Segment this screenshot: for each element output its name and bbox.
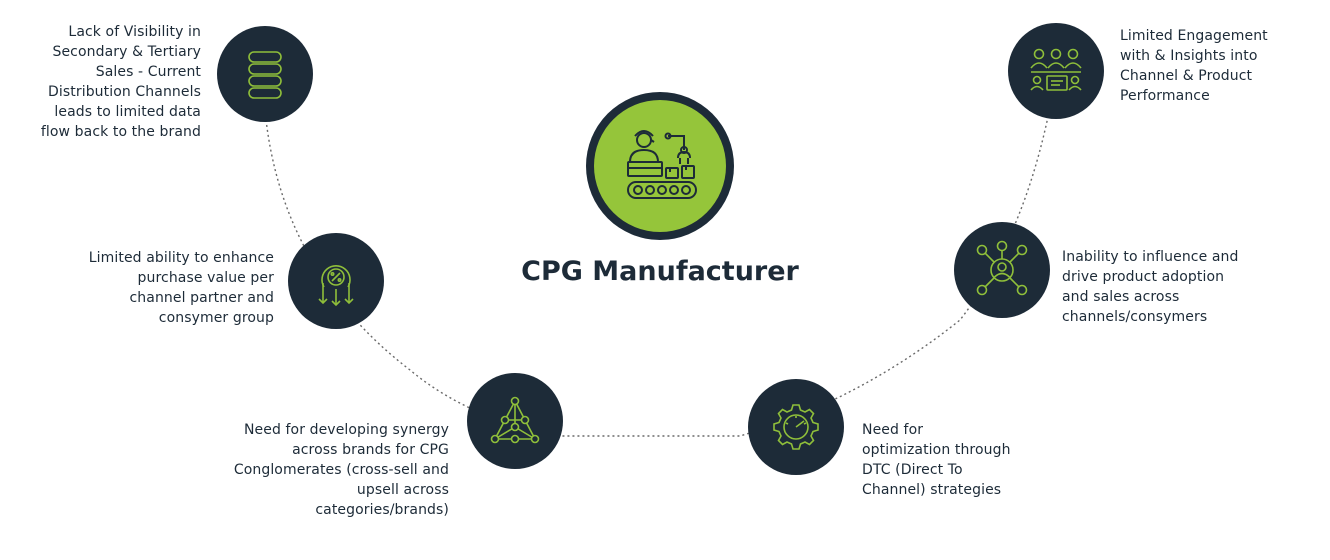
node-adoption [954,222,1050,318]
node-engagement [1008,23,1104,119]
team-insights-icon [1030,48,1082,91]
challenge-label-engagement: Limited Engagement with & Insights into … [1120,28,1268,104]
challenge-label-visibility: Lack of Visibility in Secondary & Tertia… [40,24,201,140]
challenge-label-purchase-value: Limited ability to enhance purchase valu… [88,250,274,326]
node-synergy [467,373,563,469]
node-dtc [748,379,844,475]
discount-arrows-icon [318,265,354,307]
challenge-label-synergy: Need for developing synergy across brand… [233,422,449,518]
network-triangle-icon [490,396,540,444]
center-node-fill [594,100,726,232]
challenge-label-adoption: Inability to influence and drive product… [1062,249,1239,325]
node-purchase-value [288,233,384,329]
gear-gauge-icon [773,404,819,450]
challenge-label-dtc: Need for optimization through DTC (Direc… [862,422,1011,498]
node-database [217,26,313,122]
center-node [586,92,734,240]
center-title: CPG Manufacturer [521,256,799,287]
database-icon [248,51,282,99]
factory-worker-conveyor-icon [627,130,697,199]
user-network-icon [976,240,1028,296]
